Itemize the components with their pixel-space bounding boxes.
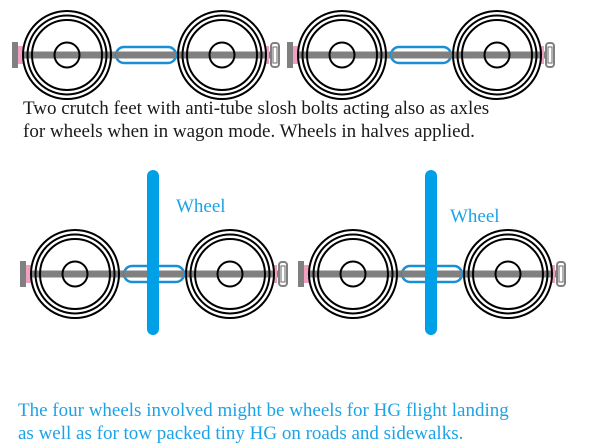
nut-inner (547, 46, 553, 64)
wheel-ring-3 (317, 238, 389, 310)
wheel-ring-2 (301, 14, 383, 96)
bolt-head (12, 42, 18, 68)
nut-inner (272, 46, 278, 64)
caption-top-line-1: Two crutch feet with anti-tube slosh bol… (23, 98, 490, 119)
crutch-foot-assembly (12, 10, 280, 100)
nut-inner (558, 265, 564, 283)
wheel-ring-1 (30, 229, 120, 319)
spacer-left (26, 265, 32, 283)
wheel-ring-3 (306, 19, 378, 91)
wheel-side-view (425, 170, 437, 335)
wheel-ring-2 (34, 233, 116, 315)
spacer-left (304, 265, 310, 283)
bolt-head (298, 261, 304, 287)
wheel-hub (339, 260, 367, 288)
wheel-ring-2 (26, 14, 108, 96)
wheel-right (177, 10, 267, 100)
crutch-foot-assembly (20, 170, 288, 335)
wheel-hub (208, 41, 236, 69)
wheel-callout-left: Wheel (176, 196, 226, 217)
wheel-left (297, 10, 387, 100)
wheel-ring-3 (472, 238, 544, 310)
wheel-callout-right: Wheel (450, 206, 500, 227)
wheel-ring-2 (181, 14, 263, 96)
caption-top-line-2: for wheels when in wagon mode. Wheels in… (23, 121, 475, 142)
wheel-hub (328, 41, 356, 69)
crutch-foot-assembly (287, 10, 555, 100)
caption-bottom-line-1: The four wheels involved might be wheels… (18, 400, 509, 421)
wheel-ring-2 (312, 233, 394, 315)
wheel-right (452, 10, 542, 100)
wheel-ring-3 (39, 238, 111, 310)
wheel-ring-2 (467, 233, 549, 315)
caption-top: Two crutch feet with anti-tube slosh bol… (23, 97, 489, 143)
bolt-head (20, 261, 26, 287)
wheel-hub (53, 41, 81, 69)
wheel-ring-1 (177, 10, 267, 100)
wheel-left (308, 229, 398, 319)
wheel-hub (494, 260, 522, 288)
crutch-feet-assemblies (12, 10, 566, 335)
wheel-hub (61, 260, 89, 288)
nut-inner (280, 265, 286, 283)
wheel-right (185, 229, 275, 319)
wheel-ring-1 (463, 229, 553, 319)
wheel-ring-1 (297, 10, 387, 100)
wheel-ring-1 (22, 10, 112, 100)
wheel-hub (483, 41, 511, 69)
wheel-ring-3 (461, 19, 533, 91)
wheel-ring-1 (308, 229, 398, 319)
axle-in-tube (116, 51, 176, 59)
wheel-ring-2 (456, 14, 538, 96)
wheel-ring-1 (452, 10, 542, 100)
wheel-side-view (147, 170, 159, 335)
axle-in-tube (391, 51, 451, 59)
wheel-ring-2 (189, 233, 271, 315)
bolt-head (287, 42, 293, 68)
wheel-ring-1 (185, 229, 275, 319)
wheel-hub (216, 260, 244, 288)
spacer-left (18, 46, 24, 64)
wheel-ring-3 (31, 19, 103, 91)
wheel-left (30, 229, 120, 319)
spacer-left (293, 46, 299, 64)
wheel-right (463, 229, 553, 319)
wheel-ring-3 (194, 238, 266, 310)
wheel-ring-3 (186, 19, 258, 91)
crutch-foot-assembly (298, 170, 566, 335)
caption-bottom: The four wheels involved might be wheels… (18, 399, 509, 445)
caption-bottom-line-2: as well as for tow packed tiny HG on roa… (18, 423, 464, 444)
wheel-left (22, 10, 112, 100)
